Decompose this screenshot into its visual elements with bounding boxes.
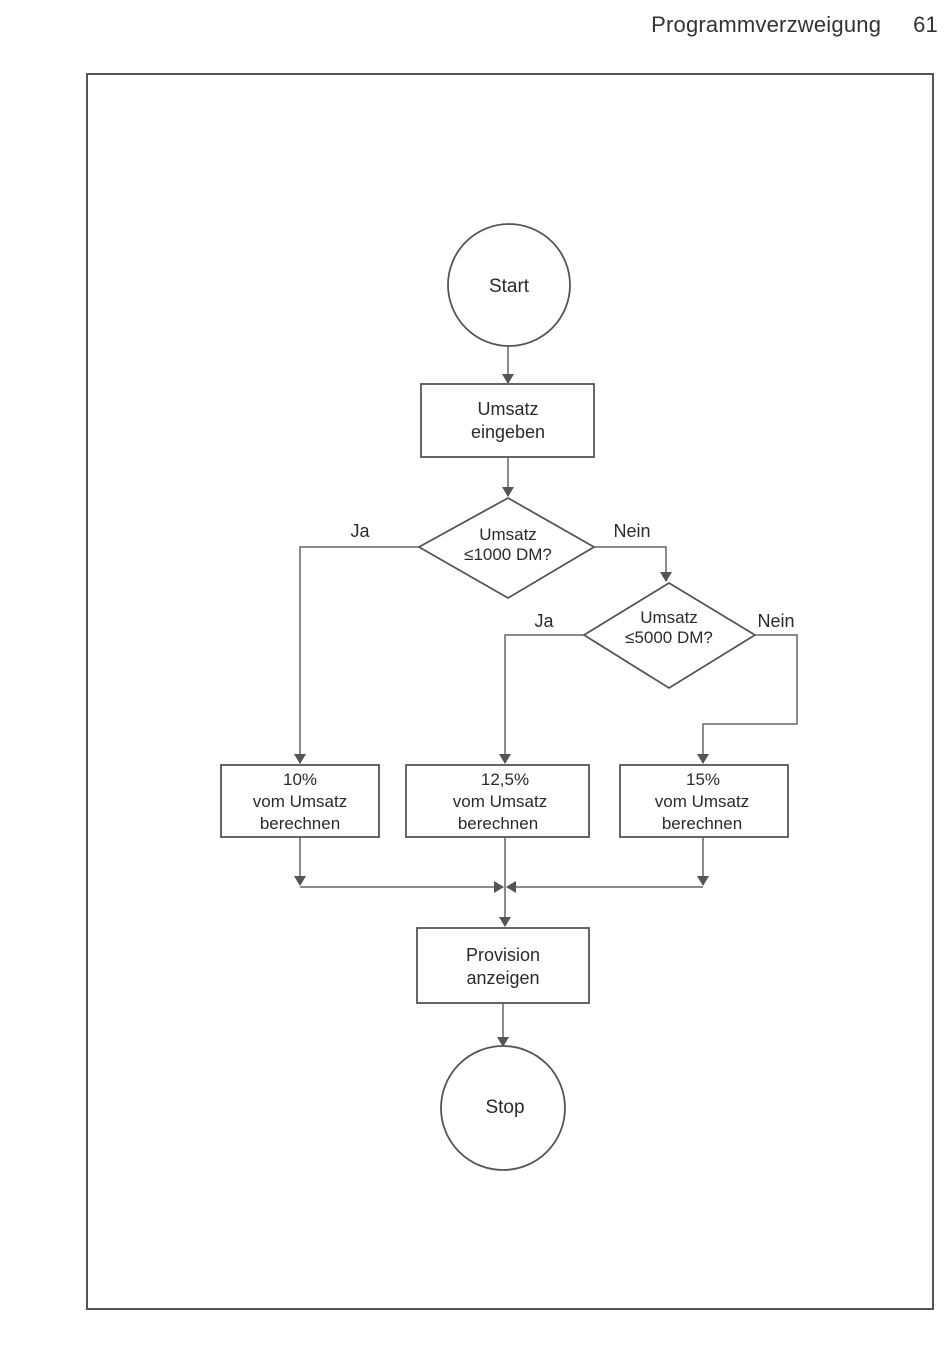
decision1-no-label: Nein [613, 521, 650, 541]
decision1-label-line2: ≤1000 DM? [464, 545, 552, 564]
edge-decision1-yes [294, 546, 419, 764]
calc-10-line2: vom Umsatz [253, 792, 347, 811]
input-label-line1: Umsatz [477, 399, 538, 419]
calc-12-5-line2: vom Umsatz [453, 792, 547, 811]
calc-12-5-node: 12,5% vom Umsatz berechnen [405, 764, 590, 838]
edge-decision1-no [594, 546, 672, 582]
page-title: Programmverzweigung [651, 12, 882, 37]
decision2-label-line1: Umsatz [640, 608, 698, 627]
calc-12-5-line1: 12,5% [481, 770, 529, 789]
stop-label: Stop [485, 1097, 524, 1118]
decision2-node: Umsatz ≤5000 DM? [582, 581, 757, 690]
decision2-yes-label: Ja [534, 611, 554, 631]
edge-decision2-no [697, 634, 798, 764]
stop-node: Stop [440, 1045, 566, 1171]
input-node: Umsatz eingeben [420, 383, 595, 458]
calc-15-node: 15% vom Umsatz berechnen [619, 764, 789, 838]
output-label-line1: Provision [466, 945, 540, 965]
calc-10-line1: 10% [283, 770, 317, 789]
decision2-no-label: Nein [757, 611, 794, 631]
output-label-line2: anzeigen [466, 968, 539, 988]
edge-decision2-yes [499, 634, 584, 764]
page-number: 61 [913, 12, 938, 37]
start-node: Start [447, 223, 571, 347]
calc-12-5-line3: berechnen [458, 814, 538, 833]
calc-15-line3: berechnen [662, 814, 742, 833]
start-label: Start [489, 276, 530, 297]
decision1-yes-label: Ja [350, 521, 370, 541]
calc-10-line3: berechnen [260, 814, 340, 833]
figure-frame [86, 73, 934, 1310]
flowchart-edges [294, 346, 798, 1047]
output-node: Provision anzeigen [416, 927, 590, 1004]
decision1-label-line1: Umsatz [479, 525, 537, 544]
calc-15-line2: vom Umsatz [655, 792, 749, 811]
input-label-line2: eingeben [471, 422, 545, 442]
decision2-label-line2: ≤5000 DM? [625, 628, 713, 647]
page-header: Programmverzweigung 61 [651, 12, 938, 38]
decision1-node: Umsatz ≤1000 DM? [417, 496, 596, 600]
calc-15-line1: 15% [686, 770, 720, 789]
calc-10-node: 10% vom Umsatz berechnen [220, 764, 380, 838]
